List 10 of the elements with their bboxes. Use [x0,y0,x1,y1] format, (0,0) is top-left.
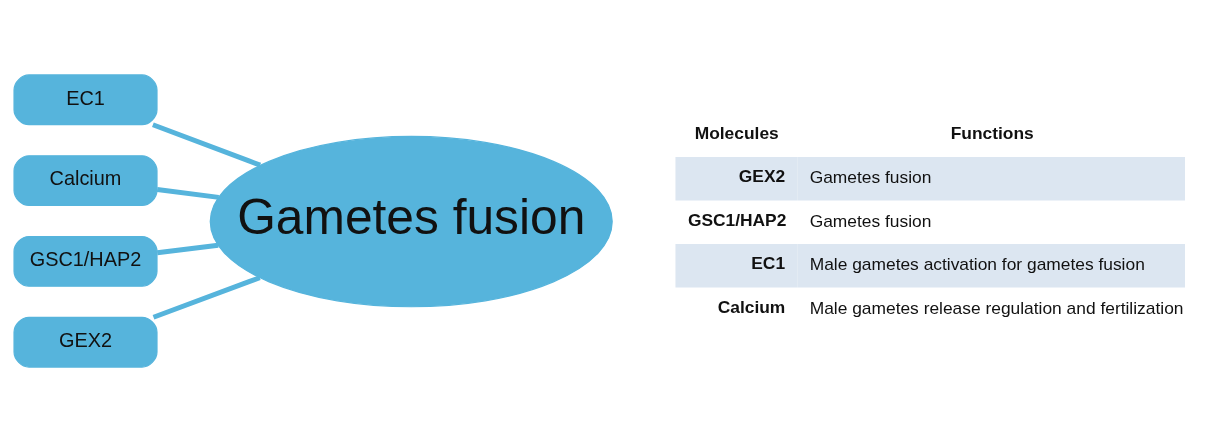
label: GSC1/HAP2 [687,209,787,230]
label: Calcium [717,296,786,317]
label: Male gametes release regulation and fertilization [809,297,1184,318]
label: EC1 [751,252,786,273]
label: Functions [950,122,1034,143]
label: GEX2 [738,165,786,186]
label: Gametes fusion [809,166,932,187]
label: Gametes fusion [809,210,932,231]
label: Molecules [694,122,779,143]
label: Male gametes activation for gametes fusion [809,253,1145,274]
